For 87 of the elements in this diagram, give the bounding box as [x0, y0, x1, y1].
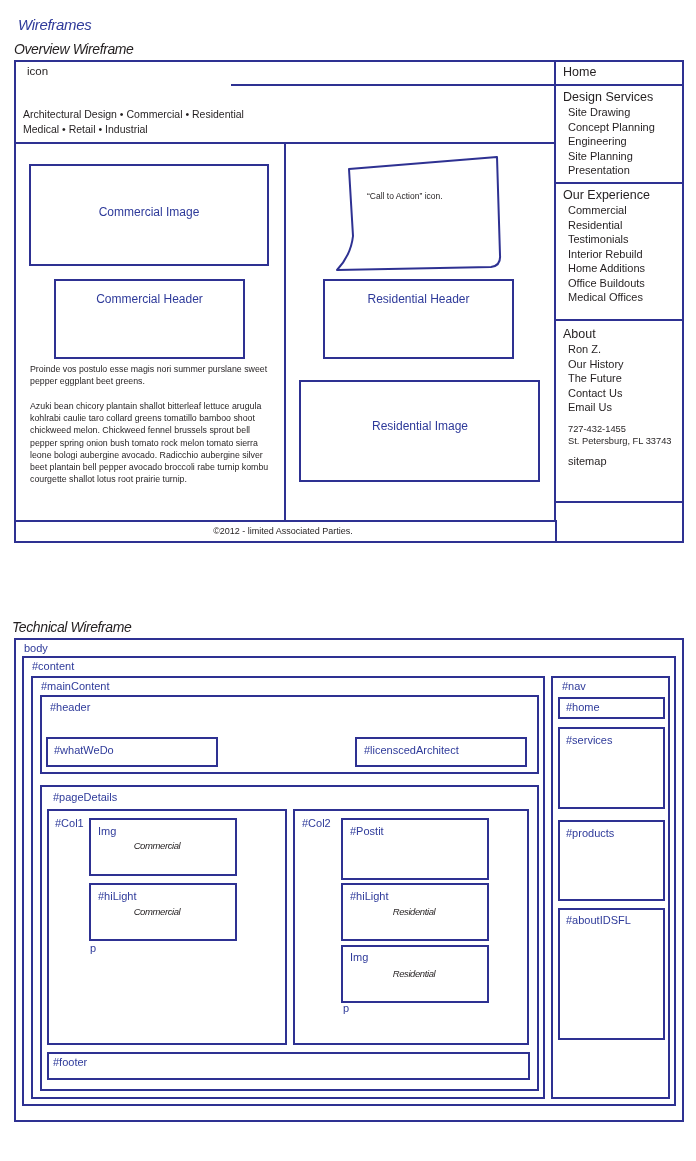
- element-label: #hiLight: [350, 890, 389, 903]
- element-label: p: [90, 942, 97, 955]
- heading-panel: [323, 279, 514, 359]
- element-label: #products: [566, 827, 615, 840]
- tagline-text: Architectural Design • Commercial • Residential Medical • Retail • Industrial: [23, 107, 245, 136]
- element-label: Img: [98, 825, 117, 838]
- wireframe-frame: [14, 60, 684, 543]
- nav-link: Home Additions: [568, 261, 646, 276]
- panel-label: Commercial Image: [98, 205, 200, 219]
- nav-link: Our History: [568, 356, 624, 371]
- contact-text: St. Petersburg, FL 33743: [568, 434, 672, 447]
- element-label: #pageDetails: [53, 791, 118, 804]
- nav-link: Interior Rebuild: [568, 246, 643, 261]
- diagram-title: Wireframes: [18, 16, 92, 33]
- nav-heading: Our Experience: [563, 187, 650, 203]
- element-box: [40, 695, 539, 774]
- heading-panel: [54, 279, 245, 359]
- header-label: icon: [27, 65, 49, 78]
- element-label: #licenscedArchitect: [364, 744, 459, 757]
- element-label: #Col1: [55, 817, 84, 830]
- element-label: #nav: [562, 680, 586, 693]
- element-box: [341, 818, 489, 880]
- image-panel: [29, 164, 269, 266]
- variant-caption: Residential: [392, 968, 436, 980]
- element-label: #aboutIDSFL: [566, 914, 631, 927]
- sticky-note: [335, 154, 504, 273]
- nav-link: Concept Planning: [568, 119, 655, 134]
- element-box: [558, 727, 665, 809]
- element-box: [558, 697, 665, 719]
- body-paragraph: Proinde vos postulo esse magis nori summer purslane sweet pepper eggplant beet greens.: [30, 363, 269, 388]
- element-box: [47, 809, 287, 1045]
- nav-link: Office Buildouts: [568, 275, 645, 290]
- element-label: #content: [32, 660, 75, 673]
- element-box: [341, 883, 489, 941]
- image-panel: [299, 380, 540, 482]
- element-box: [31, 676, 545, 1099]
- panel-label: Commercial Header: [96, 292, 203, 306]
- element-box: [40, 785, 539, 1091]
- element-label: Img: [350, 951, 369, 964]
- panel-label: Residential Header: [367, 292, 470, 306]
- element-label: #hiLight: [98, 890, 137, 903]
- nav-heading: About: [563, 326, 596, 342]
- nav-link: The Future: [568, 371, 622, 386]
- nav-link: Testimonials: [568, 232, 629, 247]
- element-label: #whatWeDo: [54, 744, 114, 757]
- nav-link: Email Us: [568, 400, 612, 415]
- nav-link: Ron Z.: [568, 342, 601, 357]
- nav-link: Medical Offices: [568, 290, 643, 305]
- element-label: #home: [566, 701, 600, 714]
- element-label: p: [343, 1002, 350, 1015]
- nav-heading: Design Services: [563, 89, 654, 105]
- element-box: [551, 676, 670, 1099]
- element-label: #footer: [53, 1056, 88, 1069]
- variant-caption: Commercial: [133, 840, 181, 852]
- copyright-text: ©2012 - limited Associated Parties.: [213, 526, 353, 537]
- contact-text: 727-432-1455: [568, 422, 626, 435]
- element-box: [341, 945, 489, 1003]
- element-label: #Col2: [302, 817, 331, 830]
- element-box: [89, 818, 237, 876]
- nav-link: Home: [563, 64, 597, 80]
- element-box: [293, 809, 529, 1045]
- panel-label: Residential Image: [371, 419, 469, 433]
- element-label: #Postit: [350, 825, 384, 838]
- element-label: body: [24, 642, 48, 655]
- note-text: “Call to Action” icon.: [367, 190, 443, 202]
- body-paragraph: Azuki bean chicory plantain shallot bitterleaf lettuce arugula kohlrabi caulie taro collard greens tomatillo bamboo shoot chickweed melon. Chickweed fennel brussels sprout bell pepper spring onion bush tomato rock melon tomato sierra leone bologi aubergine avocado. Radicchio aubergine silver beet plantain bell pepper avocado broccoli rabe turnip kombu courgette shallot lotus root prairie turnip.: [30, 400, 270, 486]
- element-box: [558, 820, 665, 901]
- element-label: #header: [50, 701, 91, 714]
- nav-link: Site Planning: [568, 148, 633, 163]
- nav-link: Commercial: [568, 203, 627, 218]
- nav-link: Presentation: [568, 163, 630, 178]
- element-box: [355, 737, 527, 767]
- variant-caption: Commercial: [133, 906, 181, 918]
- nav-link: Engineering: [568, 134, 627, 149]
- variant-caption: Residential: [392, 906, 436, 918]
- element-box: [46, 737, 218, 767]
- element-box: [558, 908, 665, 1040]
- element-box: [89, 883, 237, 941]
- nav-link: sitemap: [568, 453, 607, 468]
- element-box: [47, 1052, 530, 1080]
- element-label: #services: [566, 734, 613, 747]
- section-heading: Technical Wireframe: [12, 619, 132, 635]
- nav-link: Site Drawing: [568, 105, 631, 120]
- nav-link: Contact Us: [568, 385, 623, 400]
- nav-link: Residential: [568, 217, 623, 232]
- element-label: #mainContent: [41, 680, 110, 693]
- section-heading: Overview Wireframe: [14, 41, 134, 57]
